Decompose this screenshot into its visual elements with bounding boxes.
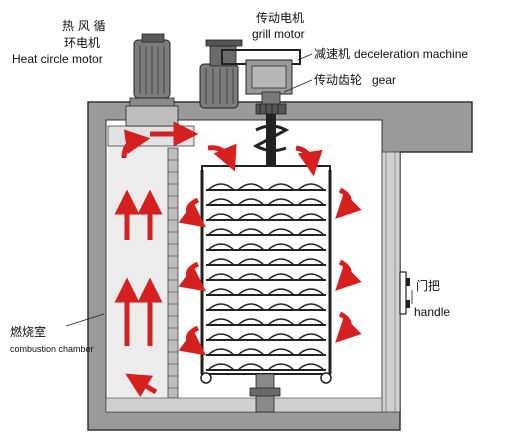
grill-tray-icon (206, 318, 326, 326)
grill-rack (200, 165, 332, 375)
grill-tray-icon (206, 273, 326, 281)
leader-lines (65, 53, 413, 327)
deceleration-machine-en-label: deceleration machine (354, 47, 468, 61)
partition-wall (167, 147, 179, 399)
airflow-arrow-curve (295, 145, 323, 177)
grill-tray-icon (206, 213, 326, 221)
door-handle (399, 271, 410, 315)
handle-en-label: handle (414, 305, 450, 319)
grill-tray-icon (206, 303, 326, 311)
grill-tray-icon (206, 363, 326, 371)
combustion-chamber-en-label: combustion chamber (10, 344, 94, 354)
airflow-arrow-curve (335, 187, 362, 219)
grill-motor-en-label: grill motor (252, 27, 305, 41)
handle-cn-label: 门把 (416, 278, 440, 293)
airflow-arrow-curve (335, 259, 362, 291)
heat-circle-motor-cn-label-2: 环电机 (64, 36, 100, 50)
gear-cn-label: 传动齿轮 (314, 72, 362, 87)
heat-circle-motor-en-label: Heat circle motor (12, 52, 103, 66)
combustion-chamber-cn-label: 燃烧室 (10, 324, 46, 339)
deceleration-machine (245, 59, 293, 107)
grill-tray-icon (206, 183, 326, 191)
airflow-arrow-curve (335, 311, 362, 343)
deceleration-machine-cn-label: 减速机 (314, 47, 350, 61)
grill-tray-icon (206, 258, 326, 266)
grill-trays (206, 183, 326, 371)
grill-tray-icon (206, 288, 326, 296)
airflow-arrow-curve (121, 129, 151, 159)
oven-door (381, 151, 401, 413)
grill-motor-cn-label: 传动电机 (256, 10, 304, 25)
grill-tray-icon (206, 348, 326, 356)
grill-tray-icon (206, 198, 326, 206)
gear (255, 103, 287, 115)
airflow-arrow-curve (178, 197, 206, 228)
airflow-arrow-curve (178, 325, 206, 356)
airflow-arrow-diagonal (125, 373, 158, 398)
grill-tray-icon (206, 333, 326, 341)
grill-tray-icon (206, 243, 326, 251)
airflow-arrow-curve (178, 261, 206, 292)
gear-en-label: gear (372, 73, 396, 87)
oven-floor (105, 397, 383, 413)
bottom-pivot (249, 373, 281, 413)
heat-circle-motor (125, 33, 179, 127)
airflow-arrow-curve (207, 143, 237, 172)
heat-circle-motor-cn-label-1: 热 风 循 (62, 19, 106, 33)
airflow-arrows (114, 121, 362, 398)
partition-ticks (168, 159, 178, 389)
rack-wheels (200, 372, 332, 384)
combustion-chamber-area (108, 145, 168, 407)
grill-tray-icon (206, 228, 326, 236)
